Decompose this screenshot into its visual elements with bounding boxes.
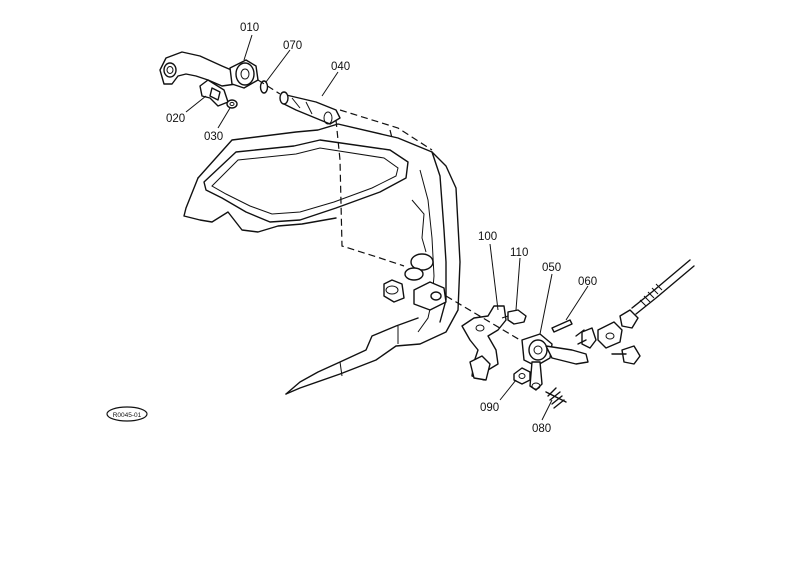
label-020: 020 [166, 113, 185, 125]
label-070: 070 [283, 40, 302, 52]
figure-code-text: R0045-01 [113, 412, 142, 419]
spring-080 [547, 387, 565, 409]
label-040: 040 [331, 61, 350, 73]
transmission-housing [183, 109, 461, 395]
pin-060 [551, 319, 573, 333]
nut-090 [513, 367, 531, 385]
label-110: 110 [510, 247, 528, 259]
shaft-040 [281, 93, 341, 125]
nut-030 [226, 99, 238, 109]
control-cable-assembly [575, 259, 695, 365]
label-050: 050 [542, 262, 561, 274]
leader-lines [185, 34, 589, 421]
o-ring-070 [259, 80, 269, 94]
label-030: 030 [204, 131, 223, 143]
lower-lever-assembly [445, 295, 589, 409]
label-080: 080 [532, 423, 551, 435]
bolt-110 [507, 309, 527, 325]
upper-lever-assembly [159, 51, 341, 125]
label-100: 100 [478, 231, 497, 243]
label-090: 090 [480, 402, 499, 414]
lever-arm-010 [159, 51, 237, 87]
figure-code-badge: R0045-01 [106, 406, 148, 422]
label-060: 060 [578, 276, 597, 288]
label-010: 010 [240, 22, 259, 34]
